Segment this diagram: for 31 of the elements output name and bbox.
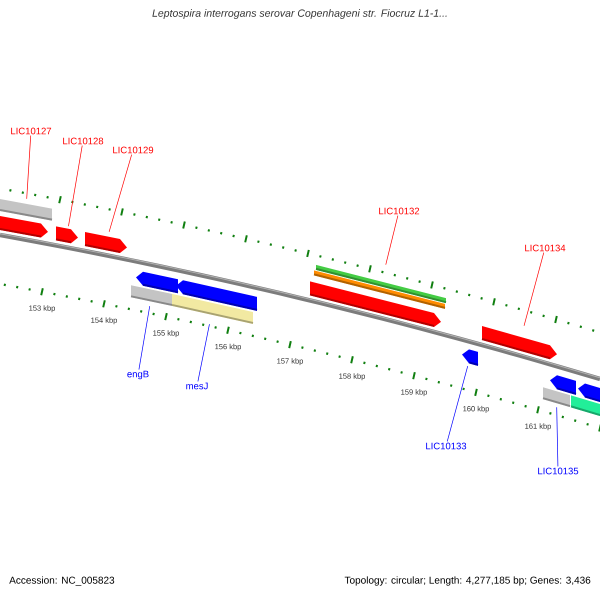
leader-line (385, 215, 398, 266)
gene-label: mesJ (186, 382, 208, 390)
gene-block (84, 232, 127, 254)
gene-label: LIC10134 (525, 244, 566, 252)
gene-label: LIC10133 (426, 442, 466, 450)
leader-line (108, 154, 132, 232)
leader-line (26, 135, 32, 200)
feature-bar (172, 294, 254, 324)
feature-bar (130, 285, 172, 306)
gene-label: LIC10135 (538, 468, 578, 474)
gene-block (550, 375, 576, 395)
gene-block (310, 281, 441, 327)
leader-line (556, 406, 558, 467)
gene-block (482, 326, 557, 360)
title: Leptospira interrogans serovar Copenhageni str. Fiocruz L1-1... (152, 9, 447, 19)
gene-block (462, 349, 478, 366)
gene-label: LIC10127 (11, 128, 52, 134)
leader-line (198, 324, 210, 382)
footer-text: Accession: NC_005823 (9, 576, 114, 586)
leader-line (446, 366, 468, 442)
gene-block (56, 226, 78, 244)
gene-label: LIC10132 (379, 208, 420, 214)
leader-line (524, 252, 544, 326)
leader-line (68, 145, 83, 227)
gene-label: LIC10128 (63, 138, 104, 144)
gene-block (578, 384, 600, 402)
footer-text: Topology: circular; Length: 4,277,185 bp; Genes: 3,436 (344, 576, 590, 586)
gene-block (0, 216, 48, 238)
leader-line (138, 306, 150, 370)
gene-label: LIC10129 (113, 146, 154, 154)
gene-label: engB (127, 370, 149, 380)
